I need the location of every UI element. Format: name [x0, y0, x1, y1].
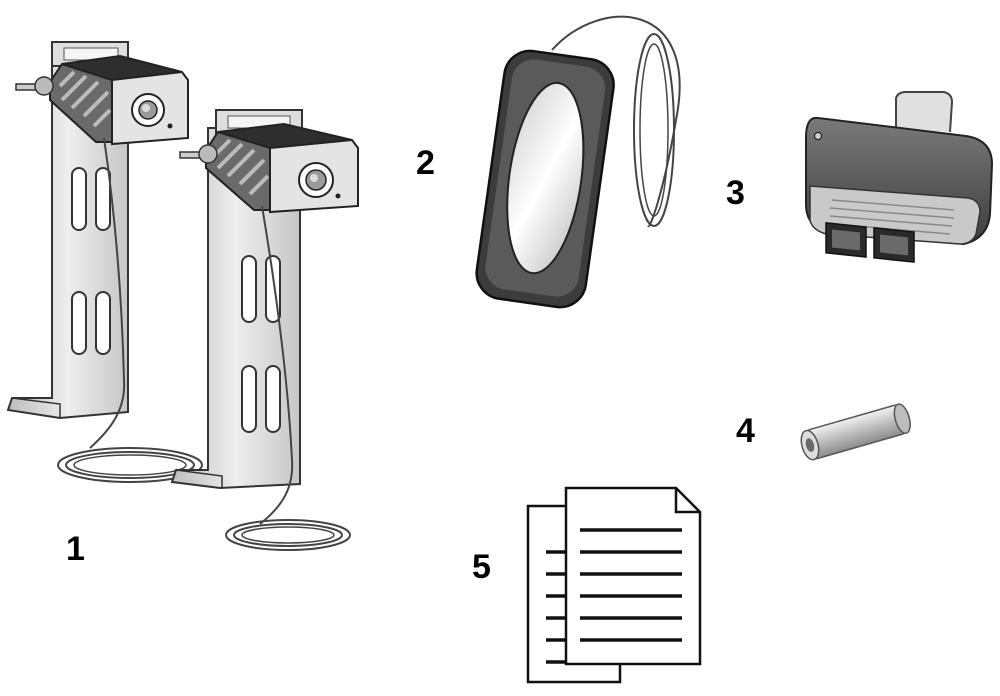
receiver-pad: [475, 15, 681, 309]
sensor-bracket-right: [170, 109, 359, 551]
documents-icon: [526, 486, 702, 684]
remote-control: [805, 91, 994, 263]
label-battery: 4: [736, 412, 755, 450]
label-remote: 3: [726, 174, 745, 212]
label-documents: 5: [472, 548, 491, 586]
sensor-bracket-left: [6, 41, 203, 483]
label-sensors: 1: [66, 530, 85, 568]
label-receiver: 2: [416, 144, 435, 182]
battery: [800, 403, 911, 461]
